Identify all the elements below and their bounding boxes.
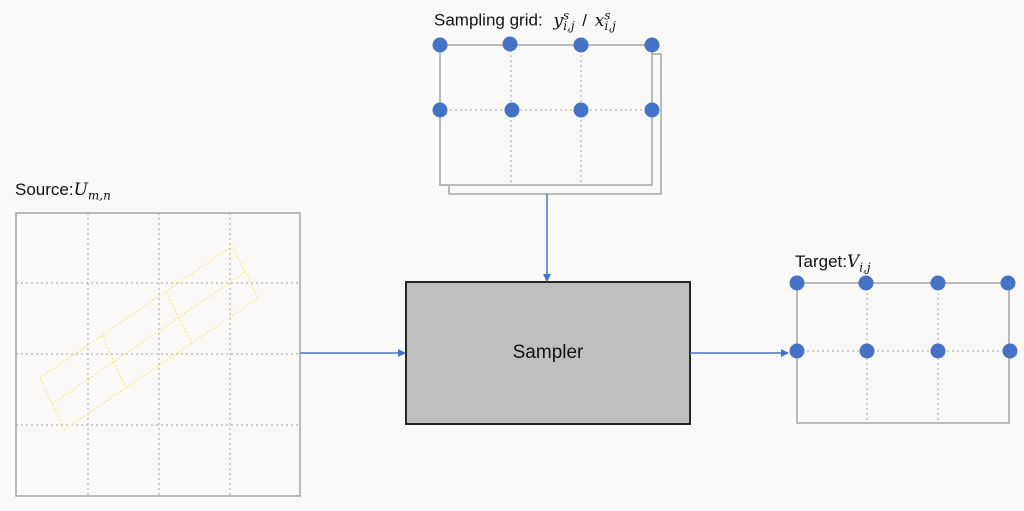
grid-point (859, 343, 875, 359)
grid-point (432, 102, 448, 118)
grid-point (573, 37, 589, 53)
sampler-label: Sampler (512, 342, 584, 363)
source-grid (15, 212, 301, 497)
sampling-grid-label: Sampling grid: ysi,j / xsi,j (434, 8, 616, 34)
sampling-sup-y: s (563, 8, 570, 22)
grid-point (789, 343, 805, 359)
sampling-var-x: x (594, 10, 605, 31)
grid-point (930, 275, 946, 291)
sampling-grid-points (432, 36, 660, 118)
target-sub: i,j (859, 260, 871, 275)
target-label: Target:Vi,j (795, 252, 871, 275)
target-grid (796, 282, 1010, 424)
grid-point (504, 102, 520, 118)
grid-point (930, 343, 946, 359)
sampling-sup-x: s (604, 8, 611, 22)
source-label: Source:Um,n (15, 180, 111, 203)
source-var: U (73, 180, 88, 200)
target-var: V (846, 252, 860, 272)
sampling-sub-x: i,j (604, 19, 616, 34)
source-sub: m,n (87, 188, 111, 203)
grid-point (502, 36, 518, 52)
grid-point (644, 102, 660, 118)
sampler-box (405, 281, 691, 425)
target-grid-points (789, 275, 1018, 359)
sampling-grid (439, 44, 653, 186)
grid-point (573, 102, 589, 118)
grid-point (858, 275, 874, 291)
grid-point (432, 37, 448, 53)
sampling-var-y: y (553, 10, 564, 31)
grid-point (644, 37, 660, 53)
grid-point (789, 275, 805, 291)
sampling-sep: / (582, 10, 588, 30)
grid-point (1002, 343, 1018, 359)
grid-point (1000, 275, 1016, 291)
sampling-sub-y: i,j (563, 19, 575, 34)
warped-sampling-region (39, 245, 259, 431)
